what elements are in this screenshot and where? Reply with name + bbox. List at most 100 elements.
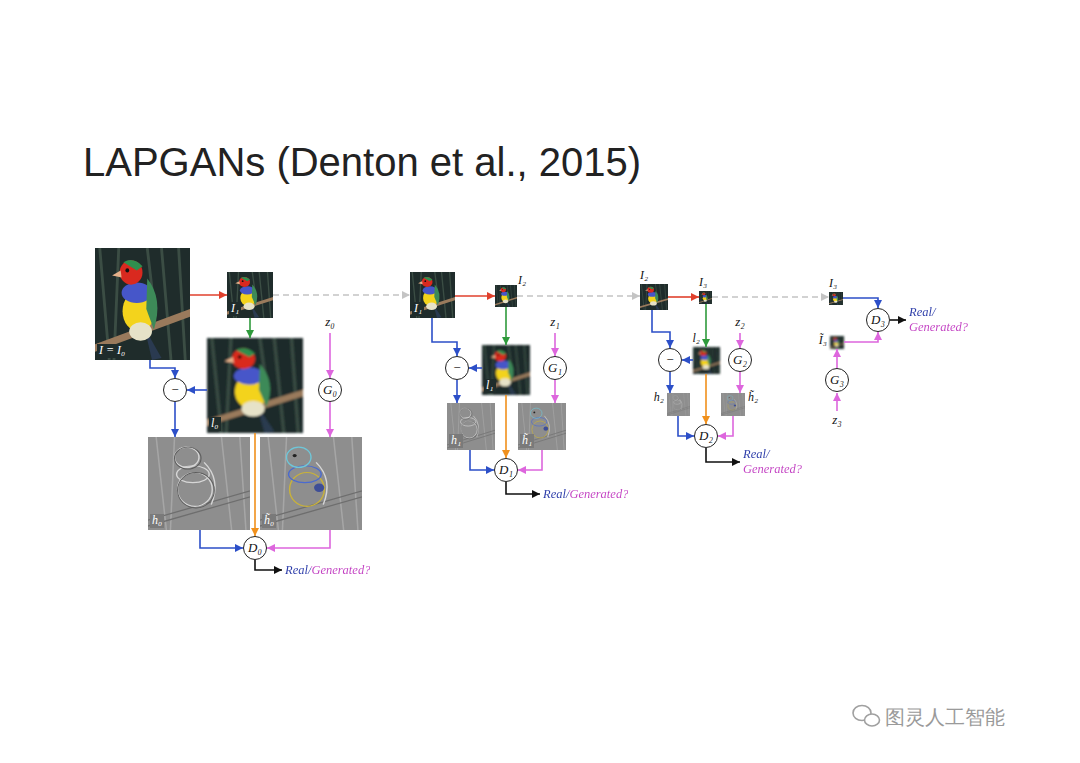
image-label: I₁ (412, 302, 424, 316)
flow-arrow (718, 416, 733, 436)
image-label: h̃₂ (748, 391, 758, 405)
image-photo (202, 338, 308, 433)
flow-arrow (254, 433, 256, 536)
image-residual (720, 393, 746, 416)
output-arrow (506, 482, 540, 494)
flow-arrow (174, 402, 176, 437)
operator-circle: − (163, 378, 187, 402)
operator-symbol: − (171, 383, 180, 398)
output-arrow (706, 448, 740, 462)
operator-symbol: D₀ (248, 541, 262, 556)
flow-arrow (843, 298, 878, 308)
noise-arrow (329, 333, 331, 378)
pyramid-link (273, 294, 410, 296)
output-arrow (890, 319, 906, 321)
noise-arrow (836, 393, 838, 411)
operator-circle: D₀ (243, 536, 267, 560)
image-residual (445, 403, 498, 450)
operator-circle: G₁ (543, 356, 567, 380)
flow-arrow (505, 395, 507, 458)
image-panel: l₁ (482, 345, 530, 395)
image-photo (90, 248, 195, 360)
image-label: h₁ (449, 434, 463, 448)
flow-arrow (505, 307, 507, 345)
image-panel: h₂ (667, 393, 690, 416)
wechat-icon (853, 706, 880, 727)
operator-symbol: D₁ (499, 463, 513, 478)
operator-circle: D₂ (694, 424, 718, 448)
image-label: l₁ (484, 379, 496, 393)
image-photo (408, 272, 458, 318)
operator-symbol: D₂ (699, 429, 713, 444)
watermark: 图灵人工智能 (885, 705, 1005, 729)
output-label: Real/ Generated? (743, 447, 811, 477)
icon-bubble (865, 714, 880, 726)
input-output-arrows (255, 320, 906, 570)
flow-arrow (455, 295, 495, 297)
flow-arrow (200, 530, 243, 548)
output-arrow (255, 560, 282, 570)
image-panel: I = I₀ (95, 248, 190, 360)
operator-symbol: G₂ (733, 353, 747, 368)
image-panel: h₁ (447, 403, 495, 450)
image-label: I₁ (229, 302, 241, 316)
operator-circle: − (658, 348, 682, 372)
operator-circle: − (445, 356, 469, 380)
operator-circle: G₀ (318, 378, 342, 402)
flow-arrow (836, 349, 838, 368)
flow-arrow (705, 304, 707, 347)
image-label: h₂ (654, 391, 664, 405)
operator-symbol: − (453, 361, 462, 376)
noise-input: z₁ (550, 314, 560, 330)
output-label: Real/Generated? (543, 487, 628, 502)
noise-input: z₀ (325, 314, 335, 330)
noise-input: z₂ (735, 314, 745, 330)
image-label: l₂ (692, 332, 700, 346)
image-photo (494, 285, 518, 307)
image-photo (692, 347, 722, 374)
image-label: I = I₀ (97, 344, 127, 358)
flow-arrow (456, 380, 458, 403)
output-label: Real/Generated? (285, 563, 370, 578)
image-residual (516, 403, 569, 450)
image-panel: I₂ (495, 285, 517, 307)
image-residual (666, 393, 691, 416)
image-photo (639, 284, 670, 310)
image-label: l₀ (209, 417, 221, 431)
image-label: I₃ (699, 276, 707, 290)
flow-arrow (682, 359, 693, 361)
flow-arrow (652, 310, 670, 348)
image-label: I₂ (640, 269, 648, 283)
image-panel: I₁ (410, 272, 455, 318)
pyramid-link (712, 296, 829, 298)
operator-symbol: − (666, 353, 675, 368)
operator-symbol: G₃ (830, 373, 844, 388)
operator-circle: D₁ (494, 458, 518, 482)
output-label: Real/ Generated? (909, 305, 977, 335)
image-panel: Ĩ₃ (830, 336, 844, 349)
image-label: h̃₁ (520, 434, 534, 448)
flow-arrow (668, 296, 699, 298)
image-panel: h̃₀ (260, 437, 362, 530)
image-photo (828, 292, 843, 305)
image-panel: h₀ (148, 437, 250, 530)
operator-symbol: D₃ (871, 313, 885, 328)
flow-arrow (469, 367, 482, 369)
flow-arrow (518, 450, 542, 470)
flow-arrow (844, 332, 878, 342)
operator-circle: G₃ (825, 368, 849, 392)
operator-symbol: G₁ (548, 361, 562, 376)
image-photo (480, 345, 533, 395)
pyramid-link (517, 295, 640, 297)
slide-title: LAPGANs (Denton et al., 2015) (83, 140, 641, 185)
flow-arrow (150, 360, 175, 378)
noise-arrow (739, 333, 741, 348)
image-label: h₀ (150, 514, 164, 528)
image-panel: I₁ (227, 272, 273, 318)
image-photo (829, 336, 844, 349)
flow-arrow (187, 389, 207, 391)
image-panels (90, 248, 844, 530)
